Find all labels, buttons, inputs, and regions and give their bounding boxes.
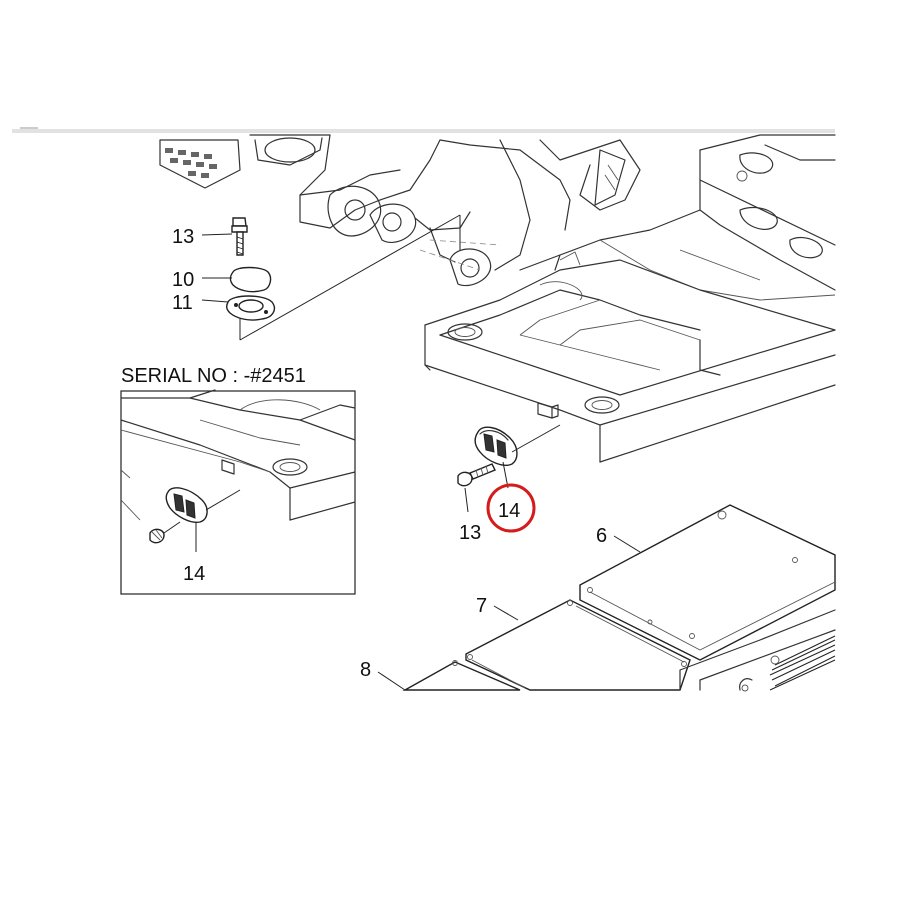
leaders-main-14 <box>464 424 561 513</box>
callout-14-main: 14 <box>498 500 520 522</box>
engine-cover-right <box>679 609 836 692</box>
callout-7: 7 <box>476 595 487 617</box>
frame-top-line <box>12 127 835 133</box>
callout-13-top: 13 <box>172 226 194 248</box>
highlight-circle <box>486 483 536 533</box>
callout-11: 11 <box>172 292 193 314</box>
gasket-11 <box>225 295 276 321</box>
drain-cover-14-main <box>474 426 518 466</box>
bolt-13-top <box>231 217 248 256</box>
callout-10: 10 <box>172 269 194 291</box>
cover-6 <box>579 504 836 661</box>
callout-14-inset: 14 <box>183 563 205 585</box>
upper-frame-structure <box>159 134 836 463</box>
callout-13-main: 13 <box>459 522 481 544</box>
leaders-top-left <box>201 214 461 341</box>
callout-6: 6 <box>596 525 607 547</box>
cover-plate-10 <box>229 266 272 293</box>
bolt-13-main <box>457 463 496 487</box>
cover-8 <box>377 660 521 691</box>
inset-frame <box>120 389 356 595</box>
serial-note: SERIAL NO : -#2451 <box>121 365 306 387</box>
drain-cover-14-inset <box>149 487 241 552</box>
callout-8: 8 <box>360 659 371 681</box>
